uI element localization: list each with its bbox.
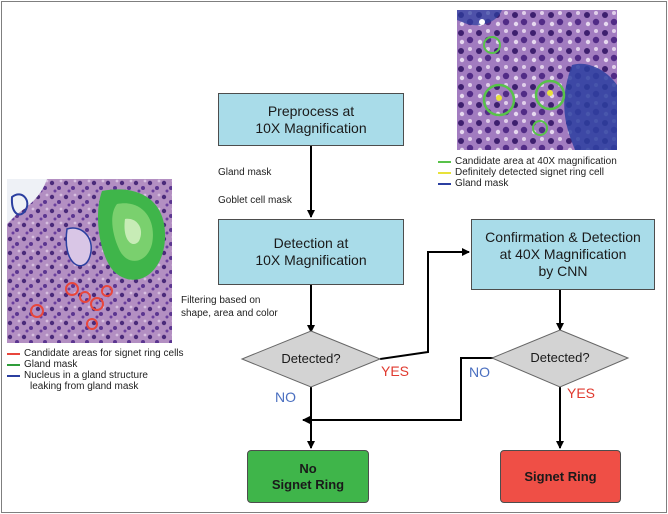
edge-decision2-no xyxy=(311,357,496,421)
legend-swatch xyxy=(7,375,20,377)
decision2-label: Detected? xyxy=(530,350,590,365)
filtering-label: Filtering based on shape, area and color xyxy=(181,294,278,320)
filtering-line1: Filtering based on xyxy=(181,295,261,306)
confirmation-line2: at 40X Magnification xyxy=(499,246,627,263)
detection-10x-line2: 10X Magnification xyxy=(255,252,367,268)
legend-40x-text: Candidate area at 40X magnification xyxy=(455,156,617,167)
no-signet-ring-line1: No xyxy=(299,460,317,476)
legend-swatch xyxy=(438,183,451,185)
confirmation-40x-box: Confirmation & Detection at 40X Magnific… xyxy=(471,219,655,290)
legend-10x-continuation: leaking from gland mask xyxy=(7,381,227,392)
detection-10x-box: Detection at 10X Magnification xyxy=(218,219,404,285)
yes-label-1: YES xyxy=(381,363,410,379)
legend-swatch xyxy=(438,172,451,174)
decision2-diamond xyxy=(490,329,630,388)
preprocess-line1: Preprocess at xyxy=(267,102,355,119)
legend-10x-item: Nucleus in a gland structure xyxy=(7,370,227,381)
decision1-label: Detected? xyxy=(281,351,341,366)
confirmation-line3: by CNN xyxy=(538,262,588,279)
legend-40x-text: Definitely detected signet ring cell xyxy=(455,167,604,178)
legend-10x-item: Gland mask xyxy=(7,359,227,370)
signet-ring-box: Signet Ring xyxy=(500,450,621,503)
micrograph-40x xyxy=(457,10,617,150)
micrograph-10x xyxy=(7,179,172,343)
yes-label-2: YES xyxy=(567,385,596,401)
confirmation-line1: Confirmation & Detection xyxy=(485,229,641,246)
legend-swatch xyxy=(438,161,451,163)
legend-10x: Candidate areas for signet ring cells Gl… xyxy=(7,348,227,392)
no-signet-ring-box: No Signet Ring xyxy=(247,450,369,503)
edge-decision1-yes xyxy=(379,248,470,360)
signet-ring-label: Signet Ring xyxy=(524,468,597,484)
no-label-1: NO xyxy=(275,389,296,405)
legend-swatch xyxy=(7,353,20,355)
legend-swatch xyxy=(7,364,20,366)
detection-10x-line1: Detection at xyxy=(273,235,349,252)
legend-40x-text: Gland mask xyxy=(455,178,509,189)
decision1-diamond xyxy=(240,330,382,388)
legend-40x-item: Definitely detected signet ring cell xyxy=(438,167,663,178)
preprocess-box: Preprocess at 10X Magnification xyxy=(218,93,404,146)
legend-10x-item: Candidate areas for signet ring cells xyxy=(7,348,227,359)
legend-10x-text: Nucleus in a gland structure xyxy=(24,370,148,381)
legend-40x-item: Gland mask xyxy=(438,178,663,189)
no-signet-ring-line2: Signet Ring xyxy=(271,476,345,492)
legend-40x: Candidate area at 40X magnification Defi… xyxy=(438,156,663,189)
no-label-2: NO xyxy=(469,364,490,380)
gland-mask-label: Gland mask xyxy=(218,167,272,178)
goblet-mask-label: Goblet cell mask xyxy=(218,195,292,206)
legend-10x-text: Candidate areas for signet ring cells xyxy=(24,348,184,359)
legend-40x-item: Candidate area at 40X magnification xyxy=(438,156,663,167)
legend-10x-text: Gland mask xyxy=(24,359,78,370)
preprocess-line2: 10X Magnification xyxy=(255,119,367,136)
filtering-line2: shape, area and color xyxy=(181,308,278,319)
legend-10x-continuation-text: leaking from gland mask xyxy=(30,381,139,392)
